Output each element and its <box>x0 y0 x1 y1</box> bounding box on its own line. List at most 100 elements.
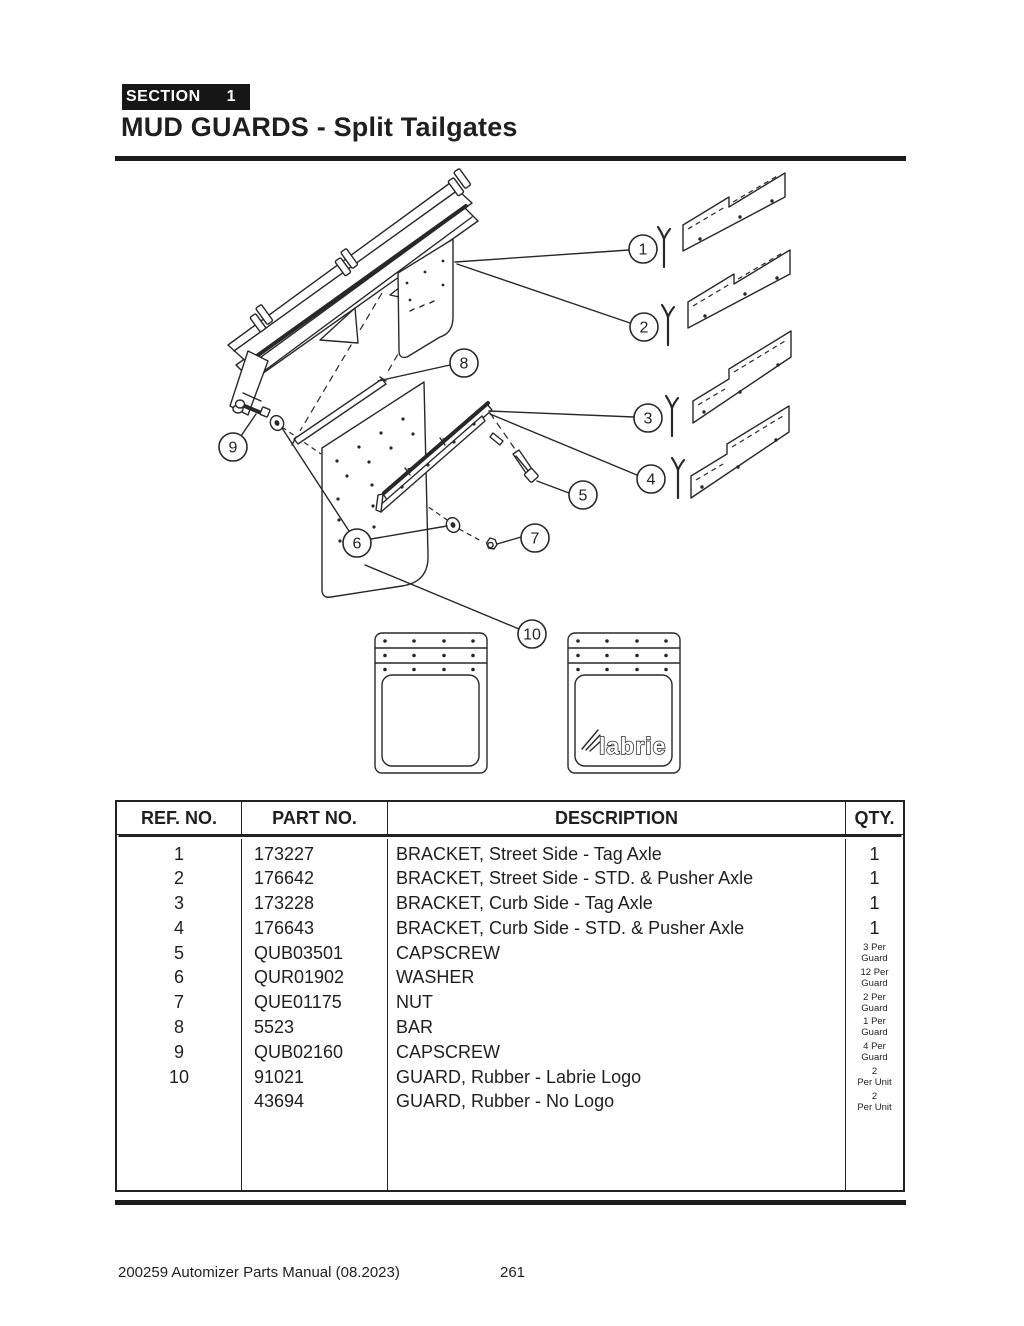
table-cell-part: 43694 <box>254 1091 305 1112</box>
parts-table: REF. NO. PART NO. DESCRIPTION QTY. 1 2 3 4 5… <box>115 800 905 1192</box>
bracket-4-drawing <box>690 405 790 499</box>
table-cell-ref: 3 <box>173 893 184 914</box>
table-cell-qty: 1 <box>869 917 880 938</box>
svg-text:10: 10 <box>523 627 541 644</box>
callout-6: 6 <box>342 528 372 558</box>
col-header-ref: REF. NO. <box>117 802 242 834</box>
bracket-profile-icon <box>664 394 680 438</box>
table-cell-ref: 2 <box>173 868 184 889</box>
table-cell-part: 173227 <box>254 843 315 864</box>
bracket-profile-icon <box>670 456 686 500</box>
svg-text:3: 3 <box>644 411 653 428</box>
callout-9: 9 <box>218 432 248 462</box>
table-cell-qty: 1 <box>869 843 880 864</box>
callout-4: 4 <box>636 464 666 494</box>
svg-text:2: 2 <box>640 320 649 337</box>
callout-10: 10 <box>517 619 547 649</box>
labrie-logo: labrie <box>581 729 666 760</box>
callout-7: 7 <box>520 523 550 553</box>
rubber-guard-drawing <box>321 381 493 598</box>
bracket-profile-icon <box>660 303 676 347</box>
capscrew-5-drawing <box>489 432 539 483</box>
table-cell-part: QUE01175 <box>254 992 342 1013</box>
svg-text:9: 9 <box>229 440 238 457</box>
guard-holes <box>335 417 415 543</box>
tailgate-assembly-drawing <box>227 168 479 418</box>
exploded-diagram: labrie 1 2 3 4 5 6 7 <box>218 168 792 774</box>
table-cell-desc: BRACKET, Curb Side - Tag Axle <box>396 893 653 914</box>
bracket-2-drawing <box>687 249 791 329</box>
nut-7-drawing <box>485 537 498 550</box>
page-title: MUD GUARDS - Split Tailgates <box>121 112 518 142</box>
table-cell-desc: GUARD, Rubber - No Logo <box>396 1091 615 1112</box>
svg-text:7: 7 <box>531 531 540 548</box>
table-header-row: REF. NO. PART NO. DESCRIPTION QTY. <box>117 802 903 835</box>
svg-text:8: 8 <box>460 356 469 373</box>
leader-lines <box>240 249 638 630</box>
col-header-desc: DESCRIPTION <box>388 802 846 834</box>
table-cell-part: 173228 <box>254 893 315 914</box>
hanging-flap-drawing <box>397 238 454 359</box>
callout-2: 2 <box>629 312 659 342</box>
mud-flap-blank <box>374 632 488 774</box>
svg-text:4: 4 <box>647 472 656 489</box>
bracket-profile-icon <box>656 225 672 269</box>
footer-manual-title: 200259 Automizer Parts Manual (08.2023) <box>118 1264 400 1281</box>
col-header-qty: QTY. <box>854 807 895 828</box>
bar-8-drawing <box>291 376 387 446</box>
bracket-3-drawing <box>692 330 792 424</box>
table-cell-ref: 9 <box>173 1041 184 1062</box>
labrie-logo-text: labrie <box>599 733 666 759</box>
mud-flap-logo: labrie <box>567 632 681 774</box>
table-cell-desc: NUT <box>396 992 433 1013</box>
table-cell-desc: GUARD, Rubber - Labrie Logo <box>396 1066 642 1087</box>
clip <box>447 168 472 197</box>
callout-3: 3 <box>633 403 663 433</box>
section-number: 1 <box>226 88 237 105</box>
table-cell-part: 91021 <box>254 1066 305 1087</box>
callout-1: 1 <box>628 234 658 264</box>
svg-text:6: 6 <box>353 536 362 553</box>
table-cell-part: 176643 <box>254 917 315 938</box>
table-cell-part: QUR01902 <box>254 967 345 988</box>
bracket-1-drawing <box>682 172 786 252</box>
guard-clamp-drawing <box>375 401 493 513</box>
svg-text:1: 1 <box>639 242 648 259</box>
section-banner: SECTION 1 <box>122 84 251 110</box>
col-header-part: PART NO. <box>242 802 388 834</box>
table-cell-part: 5523 <box>254 1017 295 1038</box>
table-cell-ref: 6 <box>173 967 184 988</box>
table-cell-qty: 1 <box>869 893 880 914</box>
washer-6b-drawing <box>445 516 461 534</box>
table-cell-desc: BAR <box>396 1017 434 1038</box>
table-cell-part: QUB02160 <box>254 1041 344 1062</box>
table-cell-desc: BRACKET, Street Side - STD. & Pusher Axl… <box>396 868 754 889</box>
table-cell-desc: WASHER <box>396 967 475 988</box>
clip <box>334 248 359 277</box>
callout-5: 5 <box>568 480 598 510</box>
table-cell-ref: 4 <box>173 917 184 938</box>
callout-8: 8 <box>449 348 479 378</box>
table-cell-ref: 7 <box>173 992 184 1013</box>
washer-6a-drawing <box>269 414 285 432</box>
table-cell-part: 176642 <box>254 868 315 889</box>
clip <box>249 304 274 333</box>
table-cell-qty: 1 <box>869 868 880 889</box>
table-cell-ref: 8 <box>173 1017 184 1038</box>
capscrew-9-drawing <box>234 399 271 418</box>
table-cell-ref: 10 <box>168 1066 190 1087</box>
table-cell-desc: CAPSCREW <box>396 942 501 963</box>
footer-page-number: 261 <box>500 1264 526 1281</box>
